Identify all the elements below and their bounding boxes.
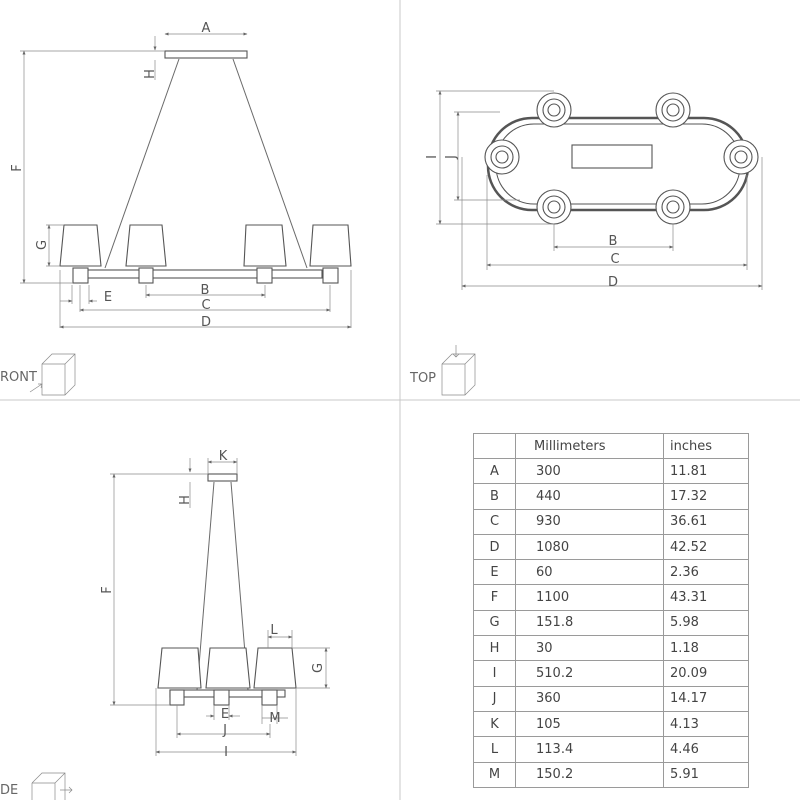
top-cube-icon <box>441 345 476 396</box>
dim-label-e: E <box>104 290 112 305</box>
inches-value: 42.52 <box>663 533 749 561</box>
inches-value: 43.31 <box>663 584 749 611</box>
millimeters-value: 113.4 <box>515 736 664 763</box>
dim-label-d-top: D <box>608 275 618 290</box>
dim-label-k: K <box>219 449 228 464</box>
inches-value: 4.13 <box>663 710 749 738</box>
inches-value: 36.61 <box>663 508 749 535</box>
dimension-letter: A <box>473 457 516 485</box>
side-view: K H F G L E M J I DE <box>0 449 330 800</box>
dimension-letter: C <box>473 508 516 535</box>
side-view-label: DE <box>0 783 18 798</box>
dimension-letter: D <box>473 533 516 561</box>
dimension-letter: I <box>473 660 516 687</box>
dim-label-j-side: J <box>222 723 227 738</box>
sockets <box>72 267 339 284</box>
ceiling-plate-side <box>207 473 238 482</box>
side-cube-icon <box>31 772 73 800</box>
dimension-letter: H <box>473 635 516 662</box>
inches-value: 20.09 <box>663 660 749 687</box>
ceiling-plate <box>164 50 248 59</box>
millimeters-value: 151.8 <box>515 609 664 637</box>
table-header-row: Millimeters inches <box>473 433 749 459</box>
front-view: A H F G E B C D RONT <box>0 21 352 396</box>
dim-label-l: L <box>270 623 278 638</box>
dim-label-j: J <box>444 155 459 160</box>
dim-label-i-side: I <box>224 745 228 760</box>
inches-value: 4.46 <box>663 736 749 763</box>
frame-bar <box>86 269 323 279</box>
header-letter <box>473 433 516 459</box>
inches-value: 14.17 <box>663 685 749 712</box>
dim-label-d: D <box>201 315 211 330</box>
dim-label-c-top: C <box>610 252 619 267</box>
front-cube-icon <box>29 353 76 396</box>
millimeters-value: 1100 <box>515 584 664 611</box>
dim-label-e-side: E <box>221 707 229 722</box>
dimension-letter: B <box>473 483 516 510</box>
millimeters-value: 930 <box>515 508 664 535</box>
dim-label-h: H <box>143 69 158 79</box>
cable <box>104 58 180 269</box>
inches-value: 5.98 <box>663 609 749 637</box>
inches-value: 1.18 <box>663 635 749 662</box>
inches-value: 2.36 <box>663 559 749 586</box>
lamp-shades <box>59 224 352 267</box>
dim-label-h-side: H <box>178 495 193 505</box>
header-inches: inches <box>663 433 749 459</box>
millimeters-value: 150.2 <box>515 761 664 788</box>
cable <box>196 481 215 691</box>
dim-label-i: I <box>425 155 440 159</box>
dim-label-b: B <box>201 283 210 298</box>
dim-label-g: G <box>35 240 50 250</box>
center-plate <box>571 144 653 169</box>
dimension-letter: L <box>473 736 516 763</box>
millimeters-value: 510.2 <box>515 660 664 687</box>
lamp-circles <box>484 92 759 225</box>
dim-label-a: A <box>202 21 211 36</box>
dim-label-m: M <box>269 711 280 726</box>
inches-value: 11.81 <box>663 457 749 485</box>
dimension-letter: K <box>473 710 516 738</box>
millimeters-value: 1080 <box>515 533 664 561</box>
millimeters-value: 60 <box>515 559 664 586</box>
cable <box>232 58 308 269</box>
dim-label-f-side: F <box>100 586 115 593</box>
top-view-label: TOP <box>409 371 436 386</box>
dimension-letter: G <box>473 609 516 637</box>
top-view: I J B C D TOP <box>409 90 763 396</box>
inches-value: 5.91 <box>663 761 749 788</box>
front-view-label: RONT <box>0 370 37 385</box>
dim-label-c: C <box>201 298 210 313</box>
millimeters-value: 300 <box>515 457 664 485</box>
millimeters-value: 360 <box>515 685 664 712</box>
dimension-letter: E <box>473 559 516 586</box>
inches-value: 17.32 <box>663 483 749 510</box>
dimension-letter: J <box>473 685 516 712</box>
millimeters-value: 440 <box>515 483 664 510</box>
dim-label-f: F <box>10 164 25 171</box>
millimeters-value: 30 <box>515 635 664 662</box>
header-millimeters: Millimeters <box>515 433 664 459</box>
dimension-letter: M <box>473 761 516 788</box>
dim-label-g-side: G <box>311 663 326 673</box>
dimension-letter: F <box>473 584 516 611</box>
millimeters-value: 105 <box>515 710 664 738</box>
dim-label-b-top: B <box>609 234 618 249</box>
